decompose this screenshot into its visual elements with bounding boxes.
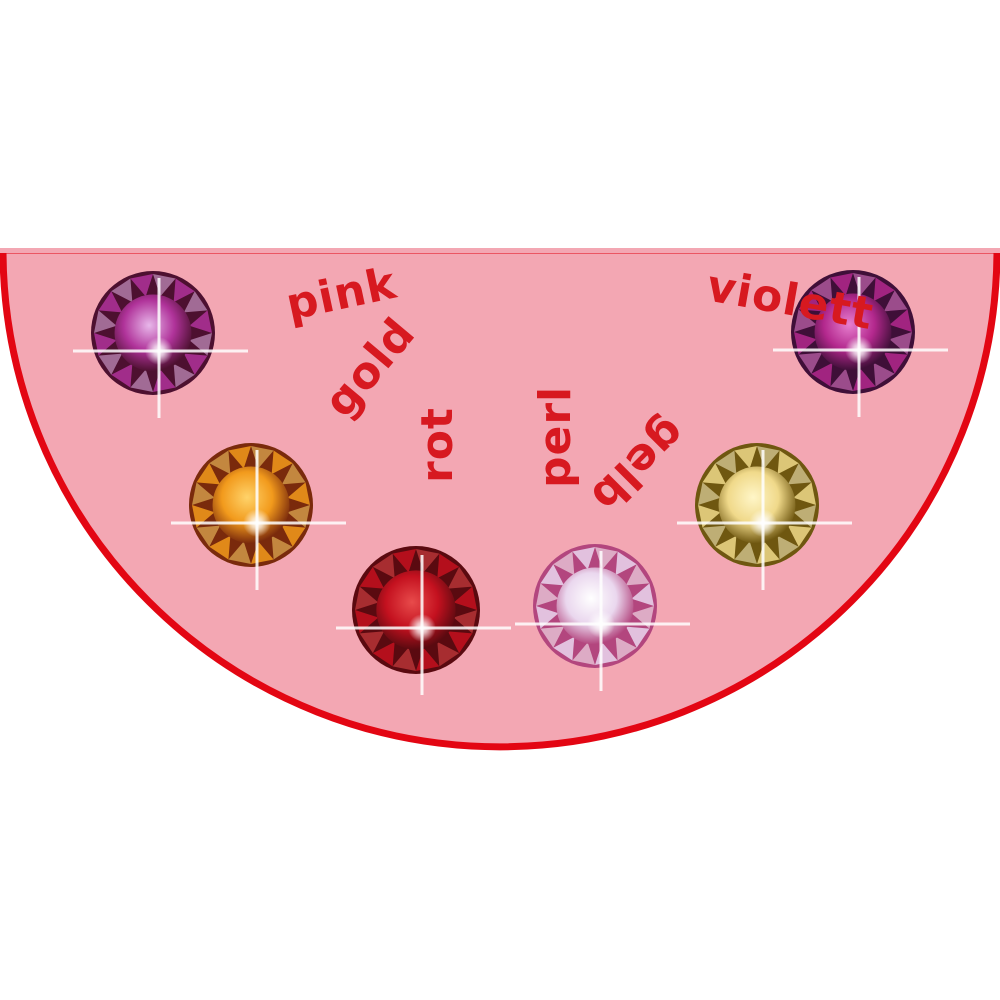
gem-facet (777, 535, 799, 560)
gem-facet (98, 353, 123, 375)
violet-rhinestone-icon (773, 270, 948, 417)
gem-facet (777, 450, 799, 475)
gem-facet (883, 352, 908, 374)
gem-facet (787, 525, 812, 547)
gem-facet (392, 647, 416, 671)
gem-facet (572, 547, 595, 570)
red-rhinestone-icon (336, 546, 511, 695)
gem-facet (392, 549, 416, 573)
gem-facet (189, 310, 212, 333)
gem-facet (287, 482, 310, 505)
gem-facet (372, 641, 395, 667)
yellow-rhinestone-icon (677, 443, 852, 590)
gem-facet (883, 290, 908, 312)
gem-facet (811, 362, 833, 387)
gem-facet (794, 309, 817, 332)
gem-facet (702, 525, 727, 547)
gem-facet (698, 482, 721, 505)
gem-facet (359, 631, 385, 654)
gem-facet (873, 277, 895, 302)
gem-facet (173, 363, 195, 388)
gem-facet (183, 353, 208, 375)
gem-facet (830, 368, 853, 391)
gem-facet (536, 583, 559, 606)
gem-facet (702, 463, 727, 485)
gems-layer (73, 270, 948, 695)
gem-facet (830, 273, 853, 296)
pearl-rhinestone-icon (515, 544, 690, 691)
gem-facet (873, 362, 895, 387)
gem-facet (359, 566, 385, 589)
gem-facet (447, 566, 473, 589)
gem-facet (209, 450, 231, 475)
gem-facet (94, 310, 117, 333)
gem-facet (372, 553, 395, 579)
color-label-rot: rot (412, 407, 463, 483)
gem-facet (615, 551, 637, 576)
gem-facet (130, 274, 153, 297)
gem-facet (228, 541, 251, 564)
gem-facet (281, 525, 306, 547)
gem-facet (173, 278, 195, 303)
gem-facet (196, 525, 221, 547)
gem-facet (209, 535, 231, 560)
gem-facet (98, 291, 123, 313)
gem-facet (111, 278, 133, 303)
gem-facet (811, 277, 833, 302)
gem-facet (281, 463, 306, 485)
gem-facet (625, 626, 650, 648)
gem-facet (889, 309, 912, 332)
gem-facet (793, 482, 816, 505)
gem-facet (271, 450, 293, 475)
semicircle-panel (0, 246, 1000, 751)
gem-facet (228, 446, 251, 469)
gem-facet (540, 564, 565, 586)
gem-facet (540, 626, 565, 648)
color-label-perl: perl (530, 386, 581, 488)
gem-facet (437, 641, 460, 667)
gem-facet (572, 642, 595, 665)
gem-facet (271, 535, 293, 560)
gem-facet (183, 291, 208, 313)
gem-facet (615, 636, 637, 661)
gem-facet (798, 290, 823, 312)
gem-facet (111, 363, 133, 388)
gem-facet (798, 352, 823, 374)
gem-facet (734, 541, 757, 564)
gem-facet (734, 446, 757, 469)
gem-facet (130, 369, 153, 392)
gem-facet (715, 450, 737, 475)
panel-top-edge (0, 244, 1000, 253)
gem-facet (453, 586, 477, 610)
gem-facet (553, 551, 575, 576)
pink-rhinestone-icon (73, 271, 248, 418)
gem-facet (196, 463, 221, 485)
panel-top-white (0, 0, 1000, 248)
gem-facet (553, 636, 575, 661)
gem-facet (447, 631, 473, 654)
gem-facet (631, 583, 654, 606)
gem-facet (715, 535, 737, 560)
gem-facet (192, 482, 215, 505)
gold-rhinestone-icon (171, 443, 346, 590)
gem-facet (437, 553, 460, 579)
gem-facet (625, 564, 650, 586)
gem-facet (355, 586, 379, 610)
gem-facet (787, 463, 812, 485)
